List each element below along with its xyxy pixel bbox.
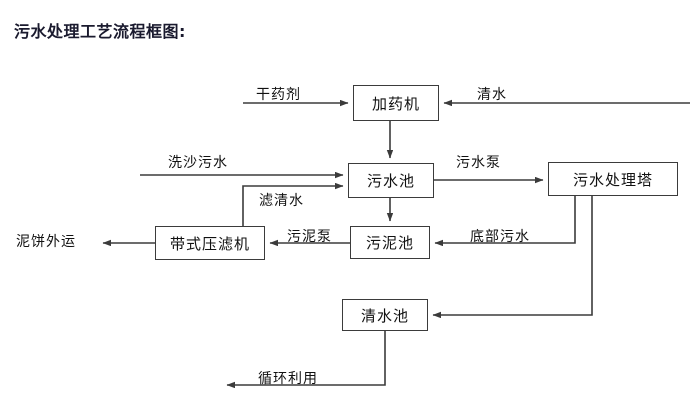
edge-label-sand-wash-sewage: 洗沙污水 [168,155,228,171]
node-label: 带式压滤机 [169,234,250,253]
node-dosing-machine[interactable]: 加药机 [353,85,439,121]
node-clear-water-pool[interactable]: 清水池 [342,299,428,331]
node-wastewater-pool[interactable]: 污水池 [348,163,434,198]
edge-label-dry-chemical: 干药剂 [256,87,301,103]
node-label: 污泥池 [365,234,414,252]
edge-label-bottom-sewage: 底部污水 [470,229,530,245]
page-title: 污水处理工艺流程框图: [14,22,186,41]
terminal-label-mud-cake-export: 泥饼外运 [16,234,76,250]
node-treatment-tower[interactable]: 污水处理塔 [548,162,678,196]
edge-clear-water-to-recycle [226,331,386,389]
edge-filtered-water-to-wastewater-pool [242,182,344,226]
node-sludge-pool[interactable]: 污泥池 [350,226,430,259]
edge-label-wastewater-pump: 污水泵 [456,155,501,171]
node-label: 加药机 [371,94,420,113]
edge-label-filtered-clear-water: 滤清水 [259,193,304,209]
edge-tower-to-clear-water-pool [432,196,593,319]
node-label: 污水处理塔 [572,170,653,189]
node-label: 清水池 [360,306,409,325]
edge-label-sludge-pump: 污泥泵 [287,229,332,245]
edge-label-recycle-use: 循环利用 [258,371,318,387]
node-belt-filter-press[interactable]: 带式压滤机 [155,226,265,260]
node-label: 污水池 [366,172,415,190]
edge-label-clean-water: 清水 [477,87,507,103]
edge-bottom-sewage-to-sludge-pool [434,196,576,247]
